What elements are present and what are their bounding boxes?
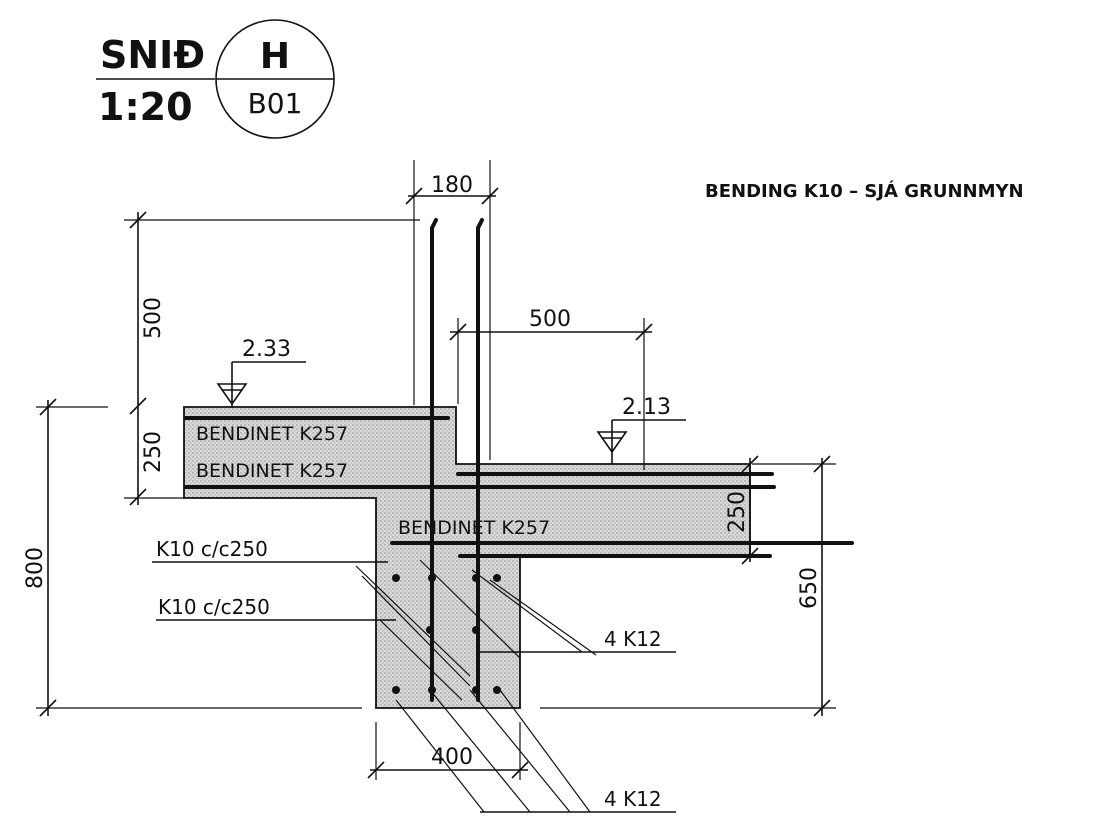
section-letter: H [260, 36, 290, 77]
section-word: SNIÐ [100, 33, 205, 77]
bars-bottom-label: 4 K12 [604, 787, 662, 811]
stirrup-label-2: K10 c/c250 [158, 595, 270, 619]
mesh-label-3: BENDINET K257 [398, 517, 550, 539]
stirrup-label-1: K10 c/c250 [156, 537, 268, 561]
bars-top-label: 4 K12 [604, 627, 662, 651]
dim-total-left: 800 [23, 398, 362, 717]
dim-horizontal-offset: 500 [449, 307, 653, 470]
dim-400-text: 400 [431, 745, 473, 770]
dim-wall-width: 180 [405, 160, 499, 460]
starter-bars [430, 218, 484, 702]
sheet-ref: B01 [248, 87, 303, 120]
dim-beam-width: 400 [367, 722, 529, 780]
dim-800-text: 800 [23, 547, 48, 589]
dim-250-right-text: 250 [725, 491, 750, 533]
stirrup-label-1-group: K10 c/c250 [152, 537, 388, 563]
bars-bottom-label-group: 4 K12 [480, 787, 676, 813]
level-upper-text: 2.33 [242, 337, 291, 362]
mesh-label-1: BENDINET K257 [196, 423, 348, 445]
dim-500-horizontal-text: 500 [529, 307, 571, 332]
bending-note: BENDING K10 – SJÁ GRUNNMYN [705, 180, 1024, 202]
level-marker-lower: 2.13 [596, 395, 686, 464]
stirrup-label-2-group: K10 c/c250 [156, 595, 396, 621]
dim-500-text: 500 [141, 297, 166, 339]
dim-right-vertical: 250 650 [540, 455, 836, 717]
rebar-dots [392, 574, 501, 694]
dim-650-text: 650 [797, 567, 822, 609]
dim-180-text: 180 [431, 173, 473, 198]
dim-left-vertical: 500 250 [124, 211, 420, 506]
level-marker-upper: 2.33 [216, 337, 306, 408]
bars-top-label-group: 4 K12 [480, 627, 676, 653]
beam-diagonals [355, 559, 597, 813]
level-lower-text: 2.13 [622, 395, 671, 420]
title-block: SNIÐ 1:20 H B01 [96, 19, 335, 139]
mesh-label-2: BENDINET K257 [196, 460, 348, 482]
dim-250-left-text: 250 [141, 431, 166, 473]
scale-text: 1:20 [98, 85, 193, 129]
